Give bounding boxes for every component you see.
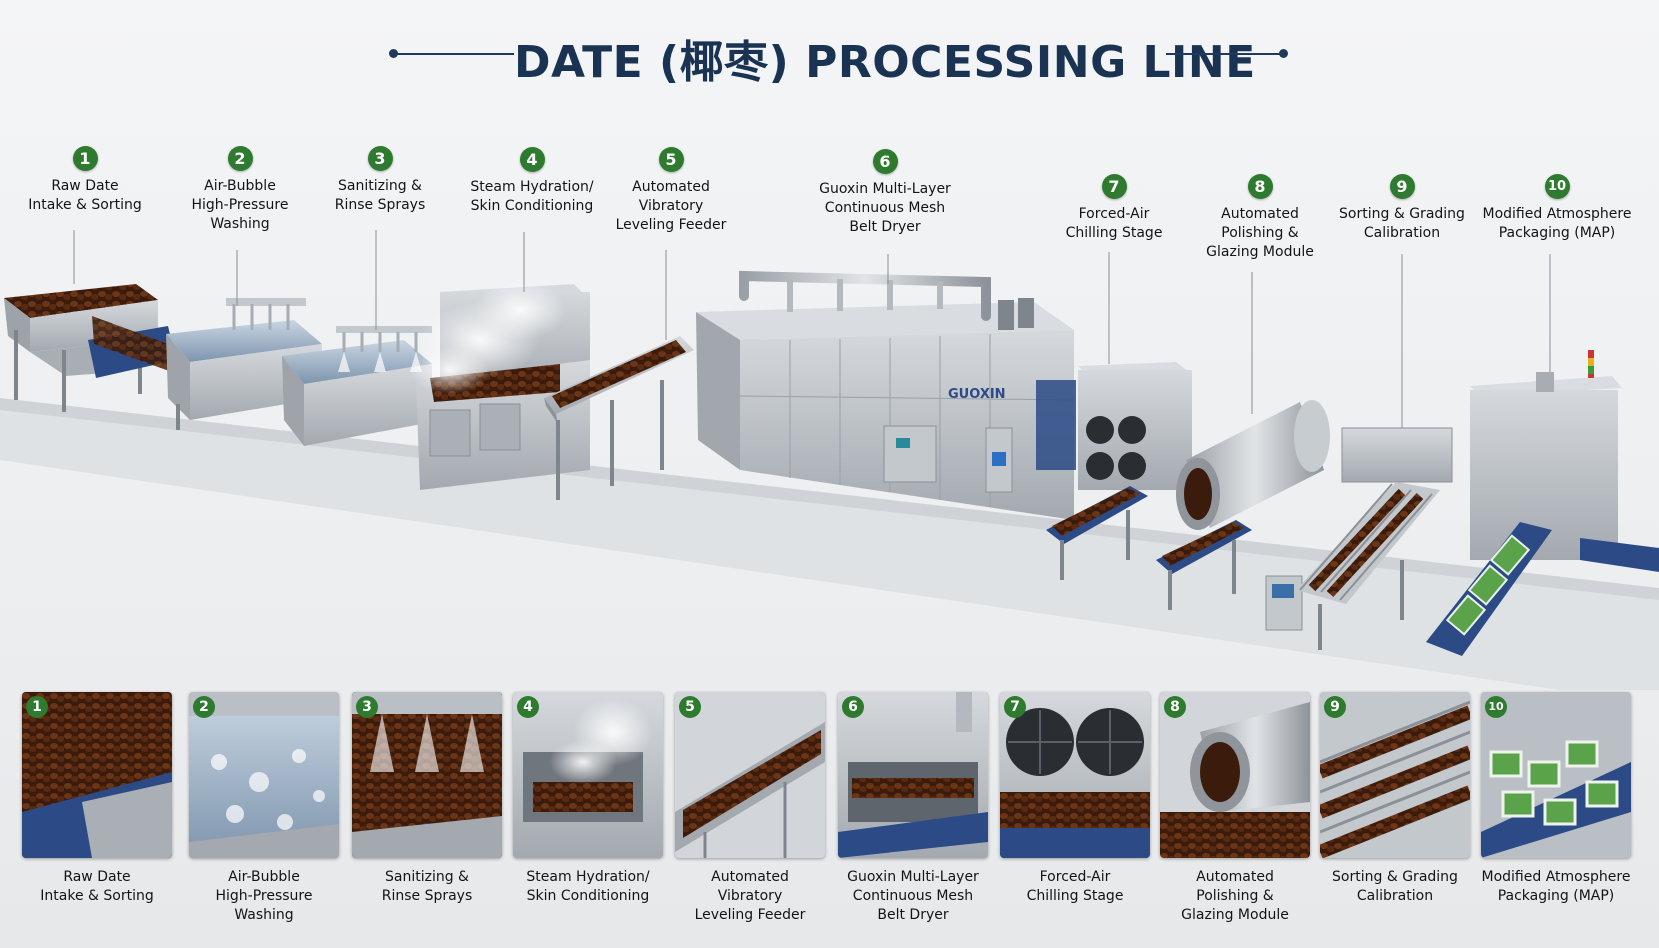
thumbnail-number-badge: 10	[1485, 696, 1507, 718]
title-ornament-line	[394, 53, 514, 55]
thumbnail-1: 1 Raw Date Intake & Sorting	[22, 692, 172, 906]
step-label: Automated Polishing & Glazing Module	[1206, 206, 1314, 260]
dryer-brand-logo: GUOXIN	[948, 387, 1006, 402]
chilling-unit	[1046, 362, 1192, 580]
step-number-badge: 2	[227, 146, 253, 171]
step-number-badge: 5	[658, 147, 684, 172]
thumbnail-caption: Automated Polishing & Glazing Module	[1181, 869, 1289, 923]
step-2: 2 Air-Bubble High-Pressure Washing	[155, 146, 325, 234]
thumbnail-caption: Automated Vibratory Leveling Feeder	[694, 869, 806, 923]
grading-lanes	[1296, 427, 1453, 650]
thumbnail-caption: Air-Bubble High-Pressure Washing	[215, 869, 313, 923]
thumbnail-9: 9 Sorting & Grading Calibration	[1320, 692, 1470, 906]
step-number-badge: 10	[1544, 174, 1570, 199]
thumbnail-6: 6 Guoxin Multi-Layer Continuous Mesh Bel…	[838, 692, 988, 925]
bubble-washer-photo: 2	[189, 692, 339, 858]
spray-rinse-photo: 3	[352, 692, 502, 858]
belt-dryer-photo: 6	[838, 692, 988, 858]
multi-layer-belt-dryer: GUOXIN	[696, 270, 1076, 520]
thumbnail-5: 5 Automated Vibratory Leveling Feeder	[675, 692, 825, 925]
thumbnail-caption: Steam Hydration/ Skin Conditioning	[526, 869, 650, 904]
thumbnail-caption: Sorting & Grading Calibration	[1332, 869, 1458, 904]
thumbnail-caption: Guoxin Multi-Layer Continuous Mesh Belt …	[847, 869, 979, 923]
title-row: DATE (椰枣) PROCESSING LINE	[0, 22, 1659, 88]
title-ornament-dot	[389, 49, 398, 58]
step-3: 3 Sanitizing & Rinse Sprays	[295, 146, 465, 215]
title-ornament-dot	[1279, 49, 1288, 58]
step-label: Steam Hydration/ Skin Conditioning	[470, 179, 594, 214]
thumbnail-number-badge: 1	[26, 696, 48, 718]
thumbnail-number-badge: 2	[193, 696, 215, 718]
step-label: Sorting & Grading Calibration	[1339, 206, 1465, 241]
step-number-badge: 3	[367, 146, 393, 171]
step-number-badge: 9	[1389, 174, 1415, 199]
step-label: Raw Date Intake & Sorting	[28, 178, 142, 213]
step-number-badge: 4	[519, 147, 545, 172]
step-4: 4 Steam Hydration/ Skin Conditioning	[447, 147, 617, 216]
step-label: Guoxin Multi-Layer Continuous Mesh Belt …	[819, 181, 951, 235]
thumbnail-4: 4 Steam Hydration/ Skin Conditioning	[513, 692, 663, 906]
polishing-drum	[1156, 400, 1330, 631]
thumbnail-number-badge: 7	[1004, 696, 1026, 718]
map-packages-photo: 10	[1481, 692, 1631, 858]
rinse-spray-tank	[282, 326, 432, 446]
page-title: DATE (椰枣) PROCESSING LINE	[514, 37, 1256, 88]
thumbnail-number-badge: 8	[1164, 696, 1186, 718]
step-label: Air-Bubble High-Pressure Washing	[191, 178, 289, 232]
step-5: 5 Automated Vibratory Leveling Feeder	[586, 147, 756, 235]
step-7: 7 Forced-Air Chilling Stage	[1029, 174, 1199, 243]
thumbnail-caption: Modified Atmosphere Packaging (MAP)	[1481, 869, 1631, 904]
step-9: 9 Sorting & Grading Calibration	[1317, 174, 1487, 243]
steam-chamber-photo: 4	[513, 692, 663, 858]
line-machinery-drawing: GUOXIN	[0, 230, 1659, 690]
step-8: 8 Automated Polishing & Glazing Module	[1175, 174, 1345, 262]
map-packaging-machine	[1426, 350, 1659, 656]
thumbnail-10: 10 Modified Atmosphere Packaging (MAP)	[1481, 692, 1631, 906]
thumbnail-caption: Sanitizing & Rinse Sprays	[381, 869, 473, 904]
thumbnail-caption: Forced-Air Chilling Stage	[1026, 869, 1124, 904]
thumbnail-number-badge: 4	[517, 696, 539, 718]
step-1: 1 Raw Date Intake & Sorting	[0, 146, 170, 215]
step-number-badge: 8	[1247, 174, 1273, 199]
title-ornament-line	[1166, 53, 1284, 55]
steam-chamber	[410, 280, 590, 490]
thumbnail-7: 7 Forced-Air Chilling Stage	[1000, 692, 1150, 906]
step-10: 10 Modified Atmosphere Packaging (MAP)	[1460, 174, 1654, 243]
step-label: Automated Vibratory Leveling Feeder	[615, 179, 727, 233]
step-number-badge: 6	[872, 149, 898, 174]
thumbnail-3: 3 Sanitizing & Rinse Sprays	[352, 692, 502, 906]
processing-line-illustration: GUOXIN	[0, 146, 1659, 690]
step-thumbnail-strip: 1 Raw Date Intake & Sorting 2 Air-Bubble…	[22, 692, 1632, 932]
step-label: Forced-Air Chilling Stage	[1065, 206, 1163, 241]
vibratory-feeder-photo: 5	[675, 692, 825, 858]
thumbnail-caption: Raw Date Intake & Sorting	[40, 869, 154, 904]
intake-hopper	[4, 284, 176, 412]
step-6: 6 Guoxin Multi-Layer Continuous Mesh Bel…	[800, 149, 970, 237]
thumbnail-2: 2 Air-Bubble High-Pressure Washing	[189, 692, 339, 925]
chilling-fans-photo: 7	[1000, 692, 1150, 858]
thumbnail-8: 8 Automated Polishing & Glazing Module	[1160, 692, 1310, 925]
polishing-drum-photo: 8	[1160, 692, 1310, 858]
grading-lanes-photo: 9	[1320, 692, 1470, 858]
date-hopper-photo: 1	[22, 692, 172, 858]
step-label: Modified Atmosphere Packaging (MAP)	[1482, 206, 1632, 241]
thumbnail-number-badge: 9	[1324, 696, 1346, 718]
step-number-badge: 7	[1101, 174, 1127, 199]
step-label: Sanitizing & Rinse Sprays	[334, 178, 426, 213]
thumbnail-number-badge: 3	[356, 696, 378, 718]
thumbnail-number-badge: 6	[842, 696, 864, 718]
step-number-badge: 1	[72, 146, 98, 171]
thumbnail-number-badge: 5	[679, 696, 701, 718]
